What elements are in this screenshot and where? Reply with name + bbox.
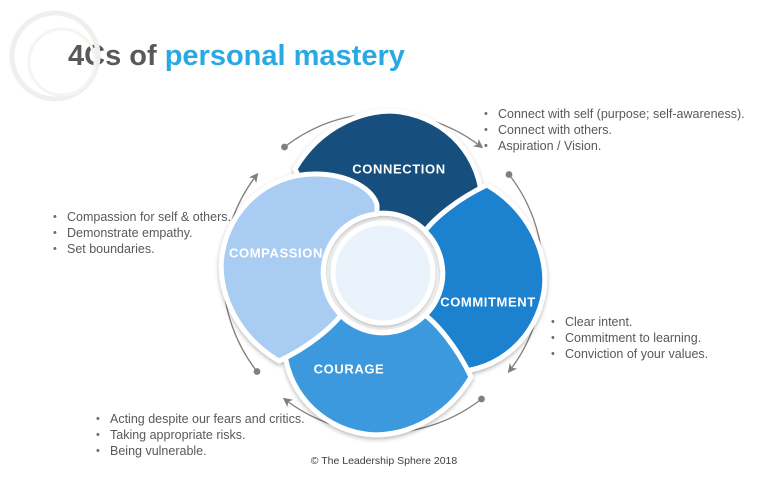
- note-item: • Conviction of your values.: [551, 347, 761, 363]
- bullet-icon: •: [484, 108, 488, 120]
- note-item: • Set boundaries.: [53, 242, 263, 258]
- arrow-start-dot: [281, 143, 288, 151]
- note-text: Connect with self (purpose; self-awarene…: [498, 107, 745, 121]
- arrow-start-dot: [478, 395, 485, 403]
- note-text: Being vulnerable.: [110, 443, 207, 458]
- note-text: Taking appropriate risks.: [110, 427, 246, 442]
- note-text: Commitment to learning.: [565, 330, 702, 345]
- arrow-start-dot: [505, 171, 513, 178]
- note-item: • Taking appropriate risks.: [96, 428, 346, 444]
- blade-label-compassion: COMPASSION: [229, 245, 323, 261]
- note-item: • Demonstrate empathy.: [53, 226, 263, 242]
- page-title: 4Cs of personal mastery: [68, 40, 405, 73]
- bullet-icon: •: [484, 139, 488, 152]
- blade-label-courage: COURAGE: [313, 361, 385, 377]
- note-item: • Acting despite our fears and critics.: [96, 412, 346, 428]
- bullet-icon: •: [53, 242, 57, 255]
- bullet-icon: •: [484, 123, 488, 136]
- bullet-icon: •: [551, 316, 555, 328]
- note-item: • Connect with others.: [484, 123, 762, 139]
- blade-label-commitment: COMMITMENT: [440, 294, 536, 310]
- commitment-notes: • Clear intent. • Commitment to learning…: [551, 315, 761, 362]
- note-item: • Commitment to learning.: [551, 331, 761, 347]
- bullet-icon: •: [53, 211, 57, 223]
- blade-compassion: [218, 171, 380, 364]
- note-item: • Being vulnerable.: [96, 444, 346, 460]
- connection-notes: • Connect with self (purpose; self-aware…: [484, 107, 762, 154]
- note-text: Connect with others.: [498, 122, 612, 137]
- note-text: Conviction of your values.: [565, 346, 709, 361]
- courage-notes: • Acting despite our fears and critics. …: [96, 412, 346, 459]
- note-text: Acting despite our fears and critics.: [110, 412, 305, 426]
- bullet-icon: •: [96, 413, 100, 425]
- bullet-icon: •: [551, 347, 555, 360]
- bullet-icon: •: [551, 331, 555, 344]
- note-text: Compassion for self & others.: [67, 210, 231, 224]
- note-text: Clear intent.: [565, 315, 633, 329]
- arrow-start-dot: [253, 368, 261, 375]
- note-text: Demonstrate empathy.: [67, 225, 193, 240]
- compassion-notes: • Compassion for self & others. • Demons…: [53, 210, 263, 257]
- note-item: • Connect with self (purpose; self-aware…: [484, 107, 762, 123]
- pinwheel-blades: [218, 108, 548, 438]
- title-prefix: 4Cs of: [68, 40, 157, 72]
- bullet-icon: •: [96, 444, 100, 457]
- decorative-rings: [9, 10, 101, 102]
- note-text: Set boundaries.: [67, 241, 155, 256]
- note-item: • Aspiration / Vision.: [484, 139, 762, 155]
- note-item: • Clear intent.: [551, 315, 761, 331]
- blade-label-connection: CONNECTION: [352, 161, 446, 177]
- bullet-icon: •: [96, 428, 100, 441]
- copyright-text: © The Leadership Sphere 2018: [310, 455, 458, 467]
- title-highlight: personal mastery: [164, 40, 405, 72]
- center-circle: [330, 220, 436, 326]
- note-text: Aspiration / Vision.: [498, 138, 602, 153]
- note-item: • Compassion for self & others.: [53, 210, 263, 226]
- bullet-icon: •: [53, 226, 57, 239]
